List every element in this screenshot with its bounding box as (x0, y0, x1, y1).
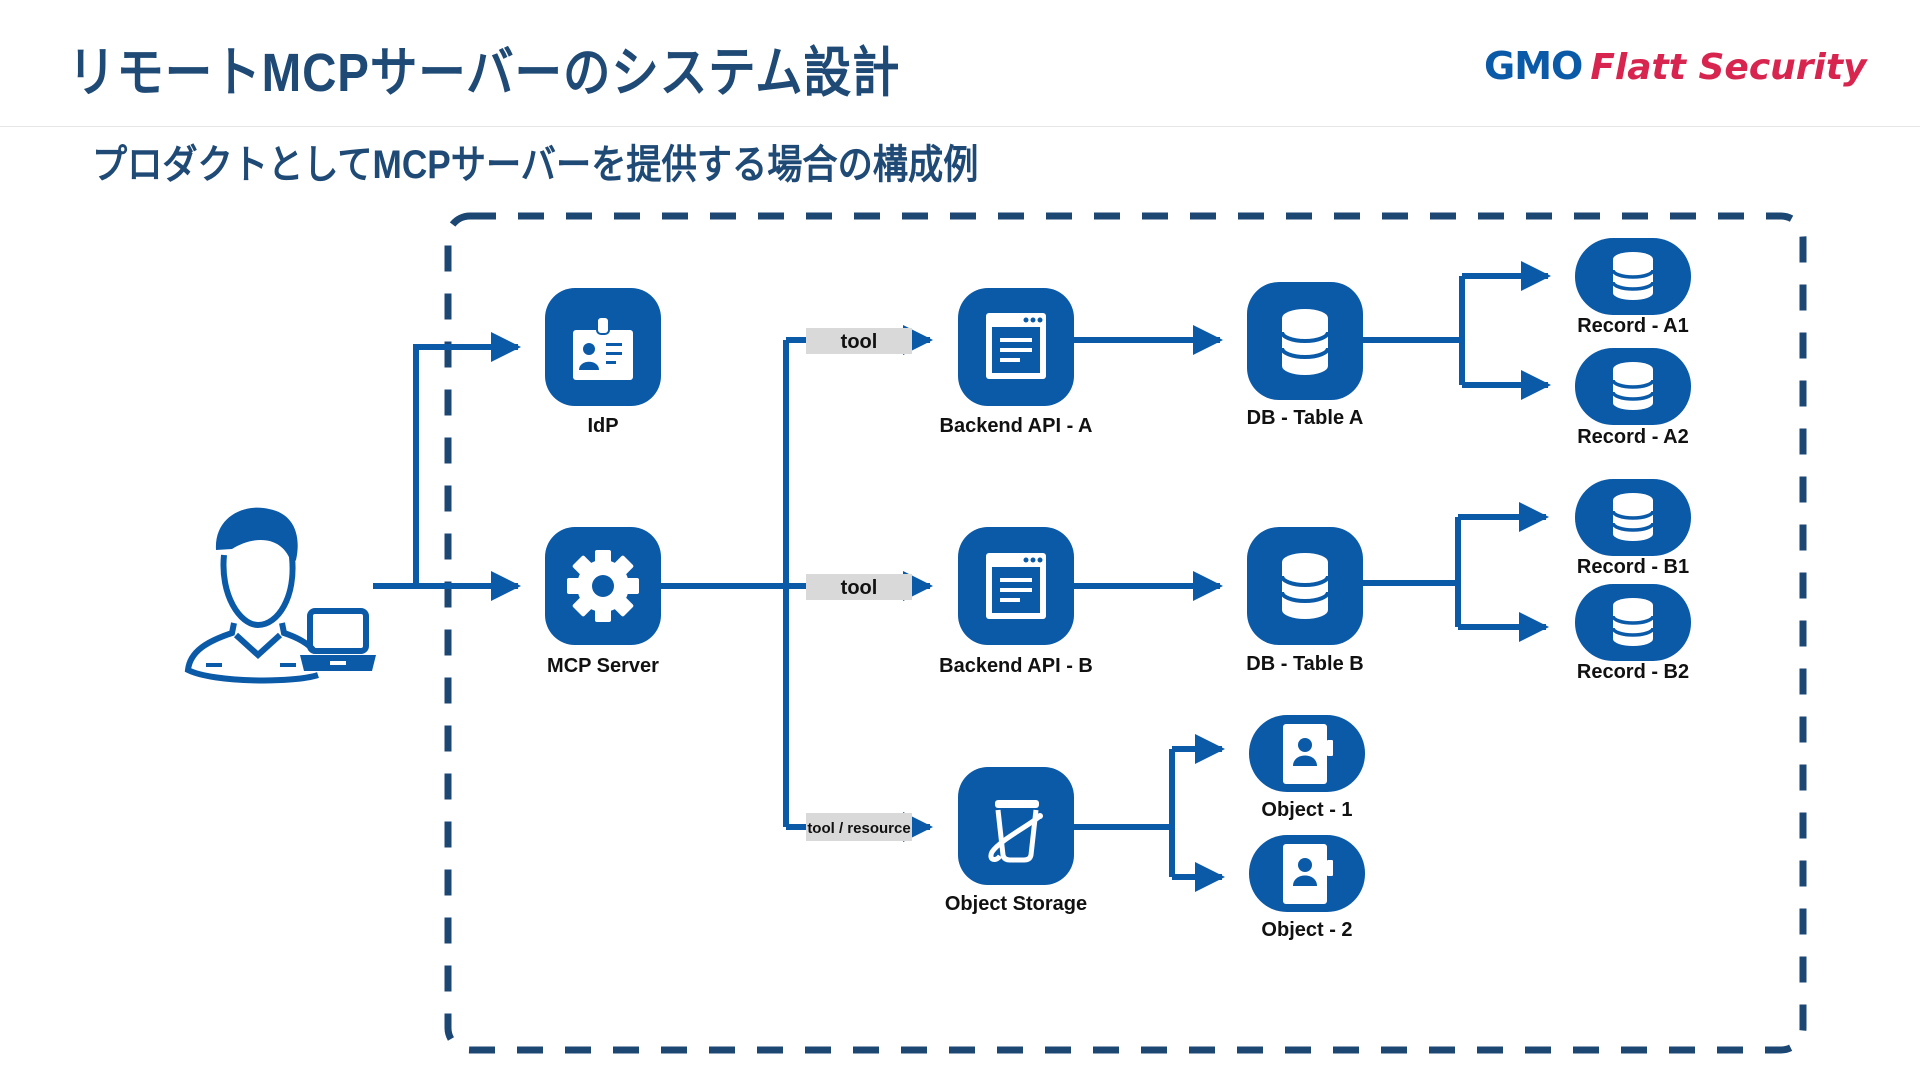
service-boundary (444, 212, 1807, 1054)
node-label: MCP Server (547, 655, 659, 677)
bucket-icon (988, 800, 1043, 863)
node-label: Object - 2 (1261, 919, 1352, 941)
browser-window-icon (986, 553, 1046, 619)
node-label: Object Storage (945, 893, 1087, 915)
node-label: DB - Table B (1246, 653, 1363, 675)
contact-book-icon (1283, 844, 1333, 904)
edge-user-to-idp (413, 332, 521, 586)
edge-tag-backend-a: tool (806, 328, 912, 354)
edge-tag-label: tool (841, 331, 878, 353)
node-record-a1[interactable]: Record - A1 (1575, 238, 1691, 337)
node-label: DB - Table A (1247, 407, 1364, 429)
node-label: Record - A2 (1577, 426, 1689, 448)
node-label: Record - B1 (1577, 556, 1689, 578)
database-icon (1280, 553, 1330, 619)
node-label: IdP (587, 415, 618, 437)
edge-tag-label: tool / resource (807, 820, 910, 837)
edge-tag-object-storage: tool / resource (806, 813, 912, 841)
edge-tag-label: tool (841, 577, 878, 599)
contact-book-icon (1283, 724, 1333, 784)
user-with-laptop-icon (184, 507, 376, 684)
node-record-a2[interactable]: Record - A2 (1575, 348, 1691, 448)
node-label: Backend API - A (940, 415, 1093, 437)
header-divider (0, 126, 1920, 127)
edge-tag-backend-b: tool (806, 574, 912, 600)
node-object-1[interactable]: Object - 1 (1249, 715, 1365, 821)
node-mcp-server[interactable]: MCP Server (545, 527, 661, 677)
database-icon (1611, 252, 1655, 300)
node-object-storage[interactable]: Object Storage (945, 767, 1087, 915)
database-icon (1280, 309, 1330, 375)
node-record-b2[interactable]: Record - B2 (1575, 584, 1691, 683)
id-badge-icon (573, 316, 633, 380)
node-label: Object - 1 (1261, 799, 1352, 821)
node-label: Record - B2 (1577, 661, 1689, 683)
page-title: リモートMCPサーバーのシステム設計 (68, 43, 901, 103)
node-backend-api-b[interactable]: Backend API - B (939, 527, 1093, 677)
node-db-table-a[interactable]: DB - Table A (1247, 282, 1364, 429)
slide-subtitle: プロダクトとしてMCPサーバーを提供する場合の構成例 (92, 143, 979, 187)
database-icon (1611, 362, 1655, 410)
database-icon (1611, 598, 1655, 646)
node-object-2[interactable]: Object - 2 (1249, 835, 1365, 941)
node-record-b1[interactable]: Record - B1 (1575, 479, 1691, 578)
gear-icon (567, 550, 639, 622)
logo-gmo: GMO (1484, 44, 1583, 88)
database-icon (1611, 493, 1655, 541)
node-idp[interactable]: IdP (545, 288, 661, 437)
node-db-table-b[interactable]: DB - Table B (1246, 527, 1364, 675)
node-label: Backend API - B (939, 655, 1093, 677)
node-backend-api-a[interactable]: Backend API - A (940, 288, 1093, 437)
node-label: Record - A1 (1577, 315, 1689, 337)
logo-flatt-security: Flatt Security (1590, 47, 1867, 88)
browser-window-icon (986, 313, 1046, 379)
